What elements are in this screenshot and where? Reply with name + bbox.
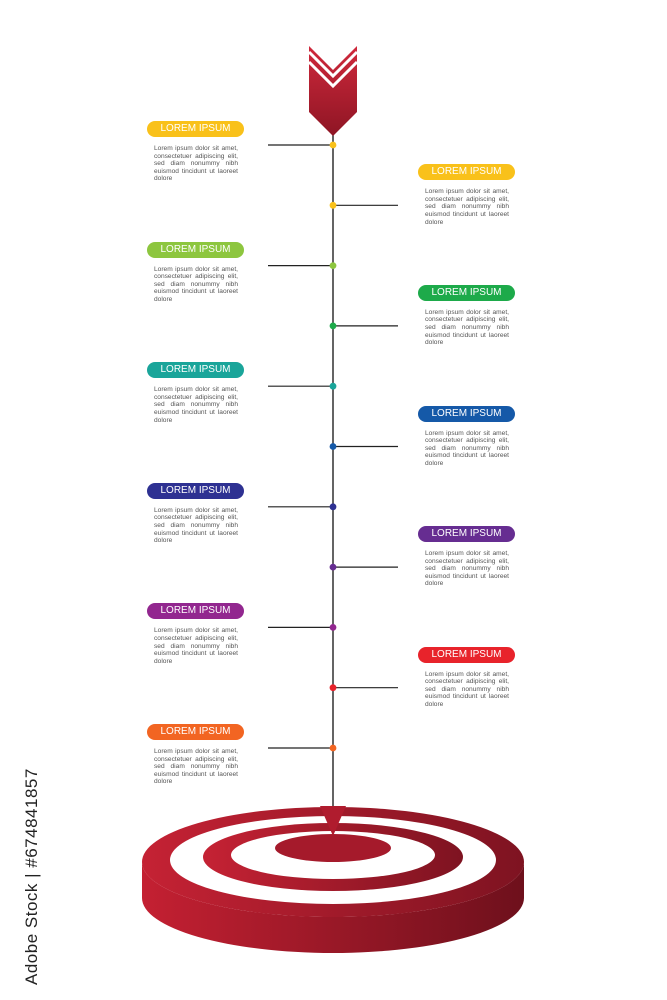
timeline-step: LOREM IPSUM Lorem ipsum dolor sit amet, c… [0,241,244,304]
step-description: Lorem ipsum dolor sit amet, consectetuer… [154,145,238,183]
step-title-pill: LOREM IPSUM [418,526,515,543]
step-description: Lorem ipsum dolor sit amet, consectetuer… [425,670,509,709]
step-description: Lorem ipsum dolor sit amet, consectetuer… [154,506,238,545]
timeline-step: LOREM IPSUM Lorem ipsum dolor sit amet, c… [398,284,628,347]
step-title-pill: LOREM IPSUM [147,603,244,620]
step-title-pill: LOREM IPSUM [418,284,515,301]
step-title-pill: LOREM IPSUM [418,164,515,181]
step-description: Lorem ipsum dolor sit amet, consectetuer… [425,550,509,588]
arrow-tip-icon [320,806,346,836]
stock-credit: Adobe Stock | #674841857 [22,768,41,985]
step-description: Lorem ipsum dolor sit amet, consectetuer… [154,265,238,303]
timeline-step: LOREM IPSUM Lorem ipsum dolor sit amet, c… [0,724,244,786]
timeline-node [329,744,337,752]
timeline-node [329,624,337,631]
step-title-pill: LOREM IPSUM [418,646,515,663]
step-description: Lorem ipsum dolor sit amet, consectetuer… [425,188,509,226]
step-description: Lorem ipsum dolor sit amet, consectetuer… [154,627,238,665]
step-title-pill: LOREM IPSUM [147,724,244,740]
chevron-arrow-icon [307,46,359,136]
timeline-node [329,141,337,149]
timeline-node [329,262,337,269]
timeline-step: LOREM IPSUM Lorem ipsum dolor sit amet, c… [0,482,244,545]
step-title-pill: LOREM IPSUM [147,362,244,379]
step-title-pill: LOREM IPSUM [418,405,515,422]
step-title-pill: LOREM IPSUM [147,482,244,499]
step-description: Lorem ipsum dolor sit amet, consectetuer… [154,386,238,424]
timeline-step: LOREM IPSUM Lorem ipsum dolor sit amet, c… [0,121,244,183]
timeline-step: LOREM IPSUM Lorem ipsum dolor sit amet, c… [0,603,244,665]
timeline-node [329,382,337,390]
step-description: Lorem ipsum dolor sit amet, consectetuer… [154,748,238,786]
timeline-step: LOREM IPSUM Lorem ipsum dolor sit amet, c… [398,526,628,588]
step-description: Lorem ipsum dolor sit amet, consectetuer… [425,429,509,467]
bullseye-target-icon [142,807,524,953]
step-title-pill: LOREM IPSUM [147,121,244,137]
timeline-step: LOREM IPSUM Lorem ipsum dolor sit amet, c… [398,164,628,226]
timeline-step: LOREM IPSUM Lorem ipsum dolor sit amet, c… [398,646,628,709]
timeline-node [329,443,337,450]
timeline-node [329,563,337,571]
timeline-step: LOREM IPSUM Lorem ipsum dolor sit amet, c… [398,405,628,468]
timeline-node [329,201,337,209]
step-description: Lorem ipsum dolor sit amet, consectetuer… [425,308,509,347]
connector-group [268,141,398,752]
timeline-node [329,322,337,330]
timeline-node [329,503,337,511]
step-title-pill: LOREM IPSUM [147,241,244,258]
timeline-node [329,684,337,692]
timeline-step: LOREM IPSUM Lorem ipsum dolor sit amet, c… [0,362,244,424]
